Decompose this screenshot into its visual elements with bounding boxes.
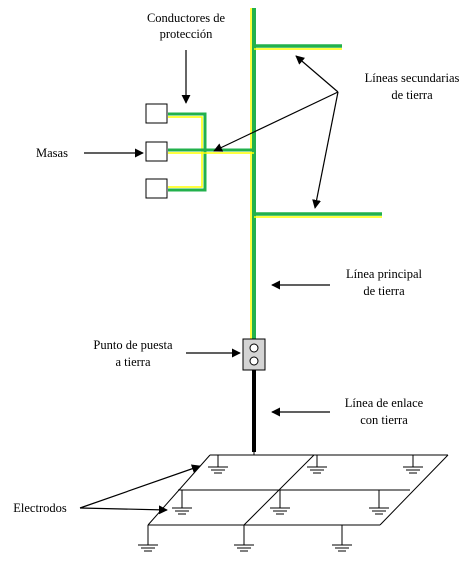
secondary-earth-line-top	[254, 44, 342, 50]
label-lineas-secundarias-line1: Líneas secundarias	[365, 71, 460, 85]
earthing-point-box	[242, 338, 266, 371]
arrow-electrodos-lower	[79, 505, 168, 515]
ground-symbol	[332, 525, 352, 552]
ground-symbol	[307, 455, 327, 474]
mass-box-1	[145, 103, 168, 124]
main-earth-line	[250, 8, 256, 340]
ground-symbol	[138, 525, 158, 552]
arrow-lineas-secundarias-mid	[213, 91, 339, 152]
mass-box-3	[145, 178, 168, 199]
label-linea-principal-line2: de tierra	[363, 284, 405, 298]
label-punto-puesta-line1: Punto de puesta	[93, 338, 173, 352]
ground-symbol	[172, 490, 192, 515]
label-lineas-secundarias-line2: de tierra	[391, 88, 433, 102]
electrode-grid	[147, 452, 449, 526]
arrow-lineas-secundarias-bottom	[312, 91, 339, 209]
ground-symbol	[234, 525, 254, 552]
label-conductores-line2: protección	[160, 27, 214, 41]
arrow-lineas-secundarias-top	[295, 55, 339, 93]
mass-box-2	[145, 141, 168, 162]
arrow-electrodos-upper	[79, 464, 201, 509]
label-linea-enlace-line1: Línea de enlace	[345, 396, 424, 410]
protection-conductors	[168, 112, 254, 192]
ground-symbol	[369, 490, 389, 515]
label-punto-puesta-line2: a tierra	[115, 355, 150, 369]
label-linea-enlace-line2: con tierra	[360, 413, 408, 427]
secondary-earth-line-bottom	[254, 212, 382, 218]
label-electrodos: Electrodos	[13, 501, 67, 515]
label-conductores-line1: Conductores de	[147, 11, 226, 25]
ground-symbol	[270, 490, 290, 515]
ground-symbol	[403, 455, 423, 474]
label-masas: Masas	[36, 146, 68, 160]
ground-symbol	[208, 455, 228, 474]
label-linea-principal-line1: Línea principal	[346, 267, 423, 281]
